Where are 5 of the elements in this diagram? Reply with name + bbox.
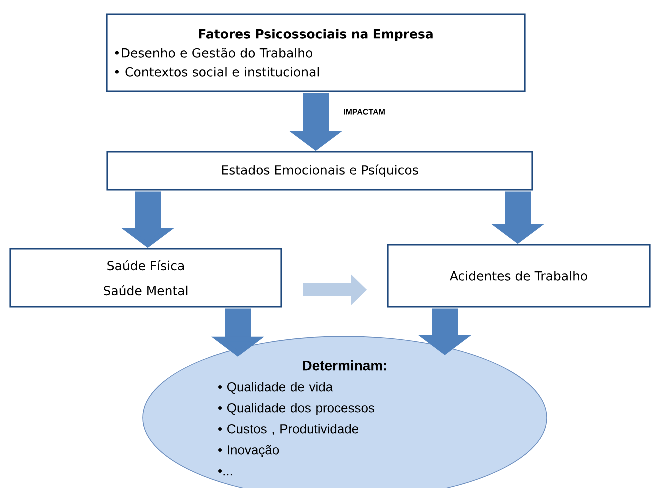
text-box: Saúde Física Saúde Mental (10, 248, 282, 308)
text-box: Fatores Psicossociais na Empresa •Desenho e Gestão do Trabalho • Contextos social e institucional (106, 14, 526, 92)
edge-label: IMPACTAM (344, 109, 385, 115)
text-box: Acidentes de Trabalho (387, 244, 651, 308)
text-box: Estados Emocionais e Psíquicos (106, 151, 534, 191)
